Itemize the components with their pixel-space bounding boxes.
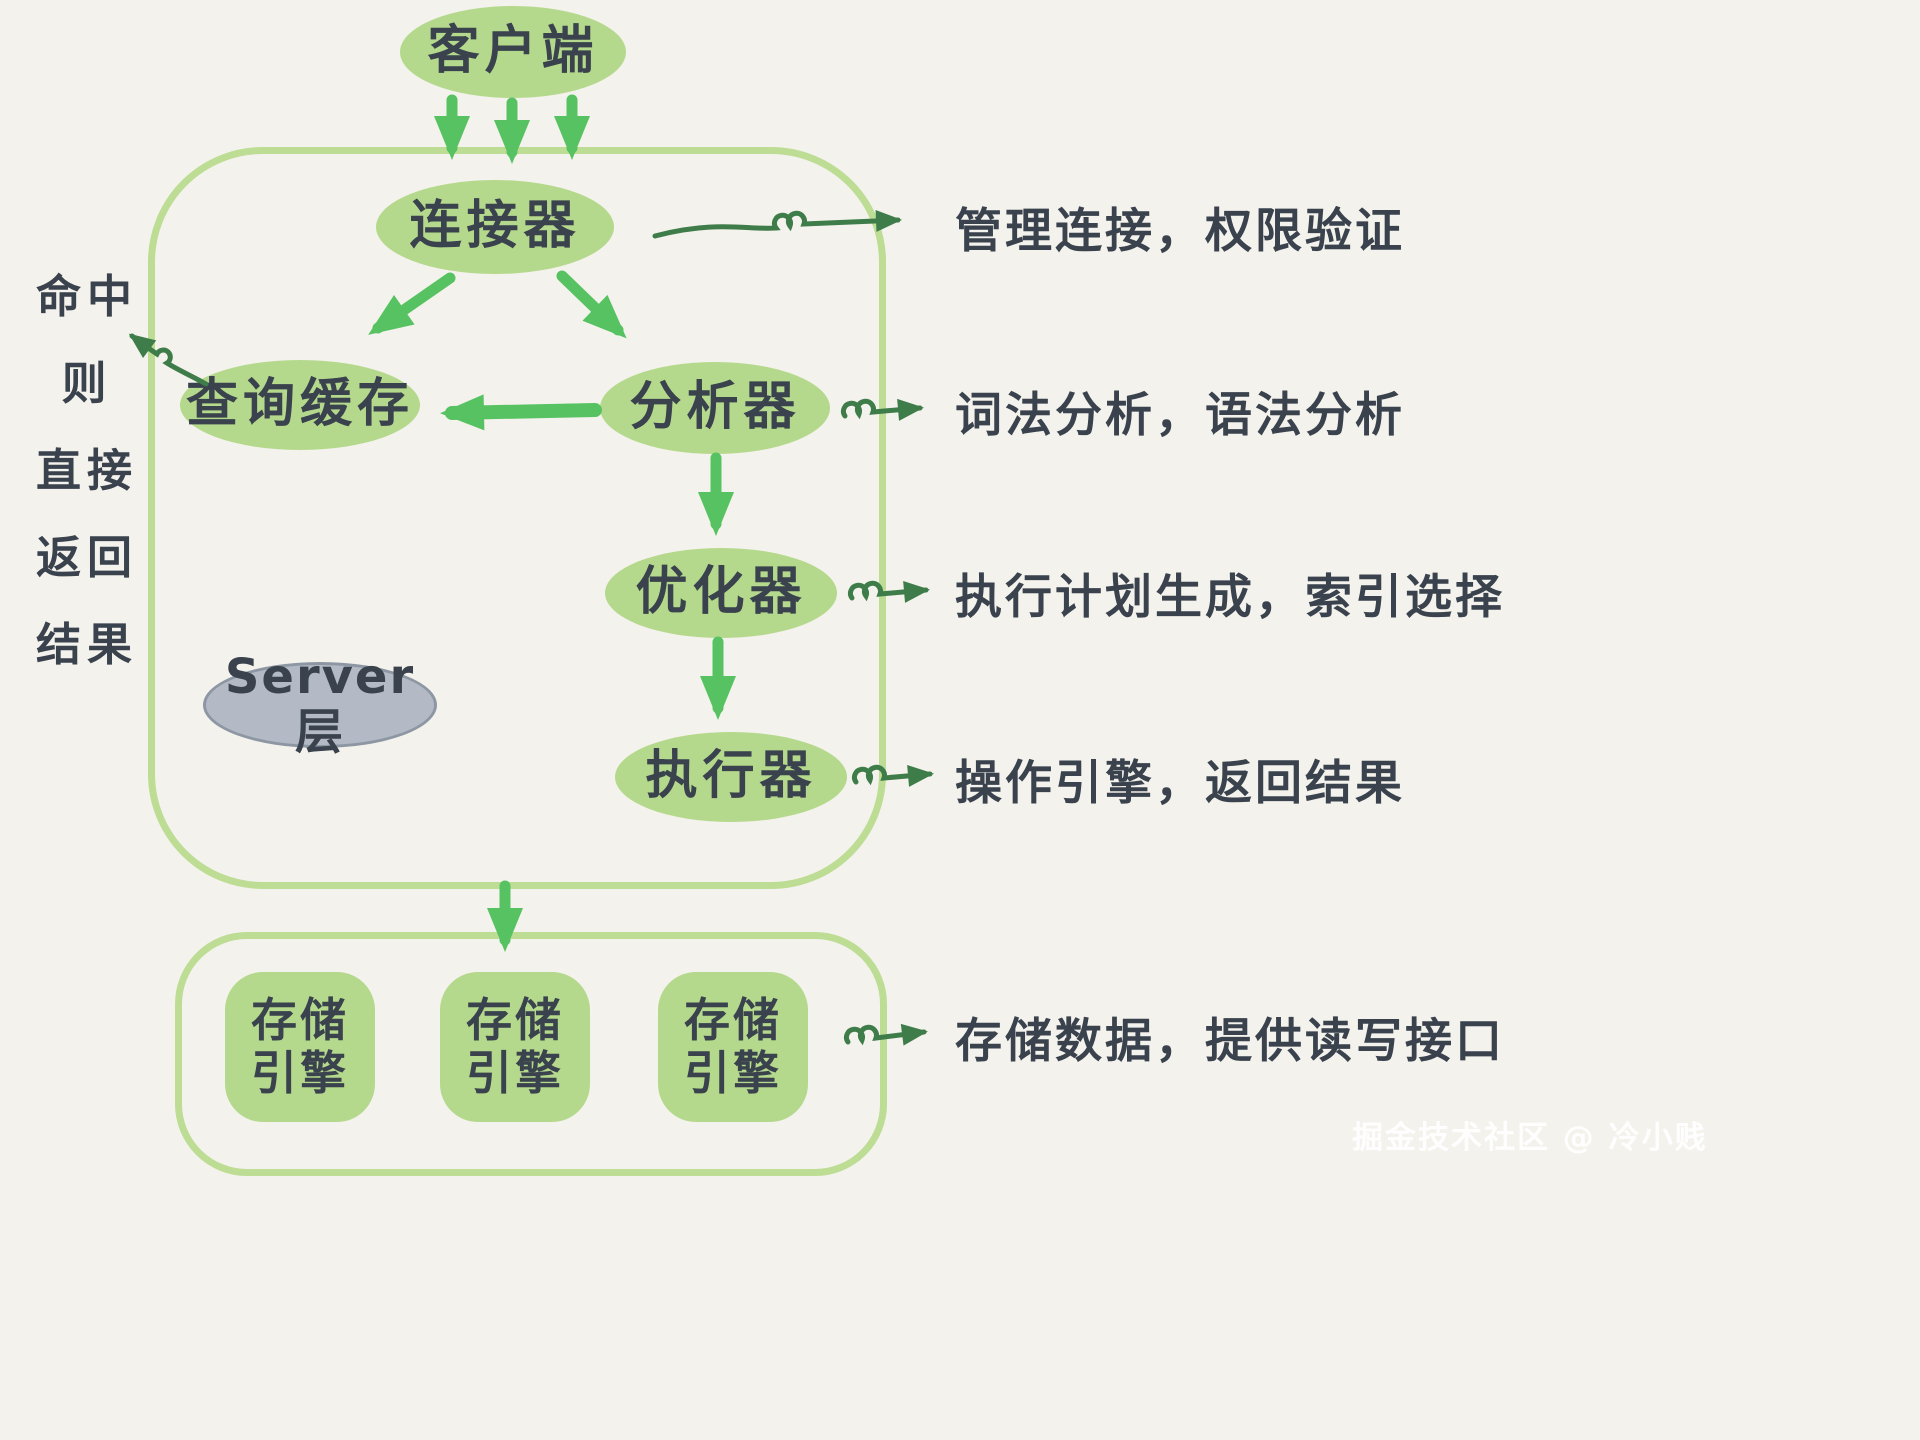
node-client-label: 客户端 <box>427 21 599 82</box>
server-layer-label: Server层 <box>224 648 416 760</box>
annotation-connector: 管理连接，权限验证 <box>955 204 1405 259</box>
annotation-storage: 存储数据，提供读写接口 <box>955 1014 1505 1069</box>
node-storage-engine-1: 存储 引擎 <box>225 972 375 1122</box>
node-storage-engine-2: 存储 引擎 <box>440 972 590 1122</box>
node-optimizer-label: 优化器 <box>635 562 807 623</box>
node-analyzer-label: 分析器 <box>629 377 801 438</box>
annotation-optimizer: 执行计划生成，索引选择 <box>955 570 1505 625</box>
cache-hit-note-line-3: 直接 <box>35 444 138 497</box>
cache-hit-note-line-4: 返回 <box>35 531 138 584</box>
annotation-analyzer: 词法分析，语法分析 <box>955 388 1405 443</box>
cache-hit-note-line-5: 结果 <box>35 618 138 671</box>
server-layer-tag: Server层 <box>203 649 437 760</box>
node-query-cache-label: 查询缓存 <box>185 374 414 435</box>
node-storage-engine-2-label: 存储 引擎 <box>466 993 564 1100</box>
node-connector-label: 连接器 <box>409 196 581 257</box>
node-analyzer: 分析器 <box>600 362 830 454</box>
watermark: 掘金技术社区 @ 冷小贱 <box>1352 1120 1708 1156</box>
storage-layer-box <box>175 932 887 1176</box>
node-executor: 执行器 <box>615 732 847 822</box>
cache-hit-note: 命中 则 直接 返回 结果 <box>22 260 152 673</box>
node-storage-engine-3-label: 存储 引擎 <box>684 993 782 1100</box>
annotation-executor: 操作引擎，返回结果 <box>955 756 1405 811</box>
node-executor-label: 执行器 <box>645 746 817 807</box>
cache-hit-note-line-1: 命中 <box>35 270 138 323</box>
node-connector: 连接器 <box>376 180 614 274</box>
node-optimizer: 优化器 <box>605 548 837 638</box>
node-storage-engine-3: 存储 引擎 <box>658 972 808 1122</box>
node-client: 客户端 <box>400 6 626 98</box>
cache-hit-note-line-2: 则 <box>61 357 113 410</box>
node-storage-engine-1-label: 存储 引擎 <box>251 993 349 1100</box>
node-query-cache: 查询缓存 <box>180 360 420 450</box>
